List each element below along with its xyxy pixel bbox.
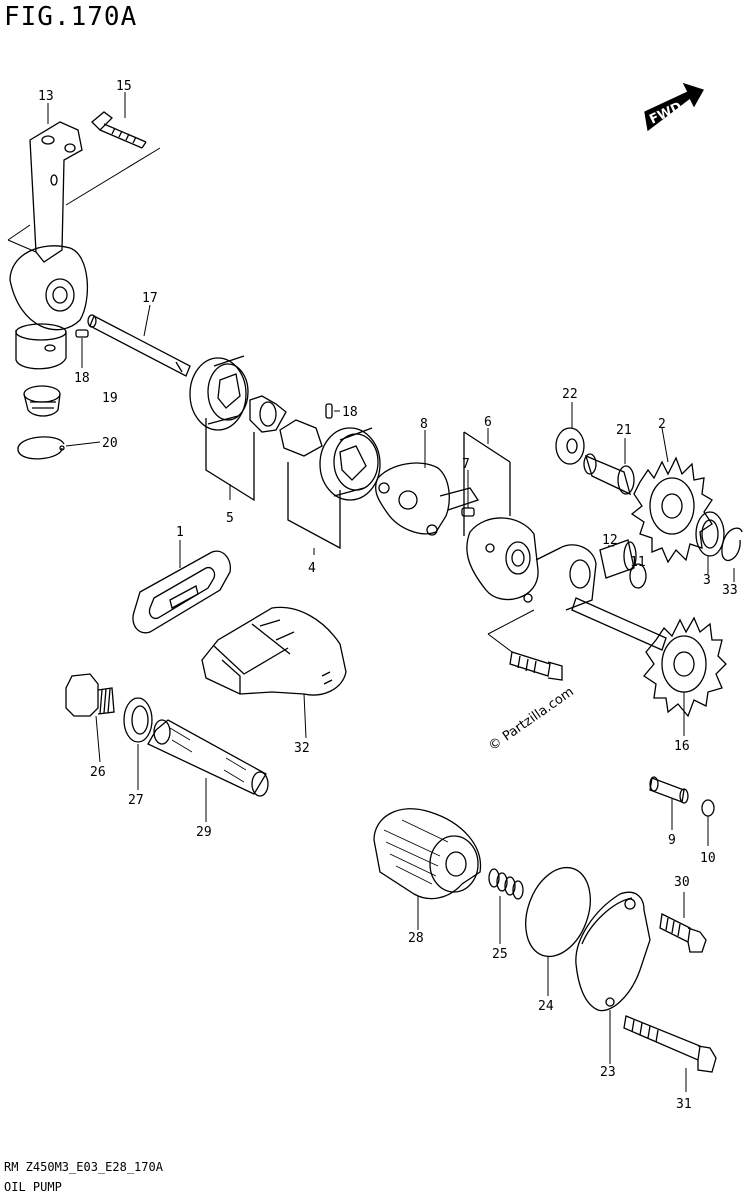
part-bolt-pump <box>487 609 563 681</box>
callout-21: 21 <box>616 423 632 438</box>
callout-31: 31 <box>676 1097 692 1112</box>
callout-13: 11 <box>630 555 646 570</box>
part-27-washer <box>123 697 153 743</box>
callout-27: 27 <box>128 793 144 808</box>
part-16-shaft-gear <box>571 597 727 718</box>
callout-4: 4 <box>308 561 316 576</box>
callout-5: 5 <box>226 511 234 526</box>
part-15-bolt <box>91 111 147 149</box>
fwd-direction-badge: FWD <box>644 82 704 132</box>
callout-15: 15 <box>116 79 132 94</box>
callout-11: 13 <box>38 89 54 104</box>
part-2-drive-gear <box>630 456 713 564</box>
callout-16: 16 <box>674 739 690 754</box>
part-33-circlip <box>721 527 743 561</box>
callout-30: 30 <box>674 875 690 890</box>
part-25-spring <box>488 868 524 900</box>
callout-9: 9 <box>668 833 676 848</box>
callout-18-a: 18 <box>74 371 90 386</box>
callout-20: 20 <box>102 436 118 451</box>
part-5-rotor-group <box>189 355 287 502</box>
part-4-rotor-group <box>279 419 381 550</box>
part-20-circlip <box>17 436 65 460</box>
callout-2: 2 <box>658 417 666 432</box>
callout-33: 33 <box>722 583 738 598</box>
part-23-filter-cap <box>575 891 651 1012</box>
callout-18-b: 18 <box>342 405 358 420</box>
callout-26: 26 <box>90 765 106 780</box>
part-8-pump-plate <box>374 462 480 536</box>
part-13-o-ring <box>629 563 647 589</box>
part-11-oil-pipe <box>9 121 89 370</box>
part-1-gasket <box>132 550 231 634</box>
part-10-o-ring <box>701 799 715 817</box>
part-32-strainer-cover <box>201 606 347 696</box>
part-9-dowel <box>649 776 689 804</box>
part-28-oil-filter <box>373 808 482 900</box>
part-30-bolt <box>659 913 707 953</box>
part-26-drain-plug <box>65 673 115 717</box>
part-31-bolt <box>623 1015 717 1073</box>
part-3-washer <box>695 511 725 557</box>
callout-19: 19 <box>102 391 118 406</box>
callout-12: 12 <box>602 533 618 548</box>
footer-diagram-code: RM Z450M3_E03_E28_170A <box>4 1160 163 1174</box>
callout-7: 7 <box>462 457 470 472</box>
part-6-pump-body <box>463 431 597 611</box>
part-17-shaft <box>87 314 191 377</box>
part-12-bushing <box>599 539 637 579</box>
part-24-o-ring <box>525 866 591 958</box>
callout-29: 29 <box>196 825 212 840</box>
callout-23: 23 <box>600 1065 616 1080</box>
leader-lines <box>47 92 735 1092</box>
footer-diagram-name: OIL PUMP <box>4 1180 62 1194</box>
figure-title: FIG.170A <box>4 2 138 32</box>
callout-1: 1 <box>176 525 184 540</box>
callout-32: 32 <box>294 741 310 756</box>
part-18-pin <box>75 329 333 419</box>
callout-24: 24 <box>538 999 554 1014</box>
callout-10: 10 <box>700 851 716 866</box>
callout-6: 6 <box>484 415 492 430</box>
callout-28: 28 <box>408 931 424 946</box>
callout-3: 3 <box>703 573 711 588</box>
part-22-washer <box>555 427 585 465</box>
callout-8: 8 <box>420 417 428 432</box>
callout-22: 22 <box>562 387 578 402</box>
part-29-oil-strainer <box>147 719 269 797</box>
part-19-plug <box>23 385 61 417</box>
callout-17: 17 <box>142 291 158 306</box>
part-21-sleeve <box>583 453 635 496</box>
leader-group-11 <box>7 147 161 253</box>
callout-25: 25 <box>492 947 508 962</box>
